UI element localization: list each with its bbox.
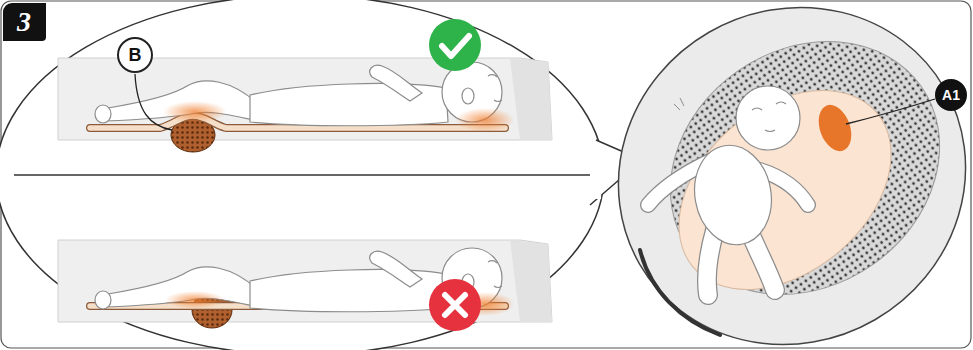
check-mark-icon-part [429, 19, 481, 71]
baby-nest-figure-part [707, 230, 715, 295]
step-number: 3 [3, 3, 46, 41]
baby-nest-figure [557, 0, 973, 350]
baby-nest-figure-part [640, 50, 929, 330]
baby-nest-figure-part [621, 0, 973, 346]
cross-mark-icon-part [445, 295, 465, 315]
circle-shape [118, 38, 152, 72]
correct-position-figure-part [135, 74, 172, 130]
callout-bubble [0, 0, 642, 350]
baby-nest-figure-part [557, 0, 973, 350]
callout-letter-text: B [129, 46, 142, 64]
cross-mark-icon [429, 279, 481, 331]
circle-shape [936, 80, 966, 110]
callout-number: A1 [935, 79, 967, 111]
baby-nest-figure-part [736, 86, 800, 150]
baby-nest-figure-part [813, 100, 858, 155]
wrong-position-figure-part [165, 291, 225, 309]
callout-letter: B [117, 37, 153, 73]
callout-bubble-part [0, 0, 604, 350]
baby-nest-figure-part [846, 99, 935, 124]
correct-position-figure-part [163, 101, 227, 123]
correct-position-figure-part [455, 108, 515, 132]
callout-bubble-part [598, 146, 600, 199]
baby-nest-figure-part [765, 130, 775, 132]
callout-number-text: A1 [942, 88, 960, 102]
wrong-position-figure-part [510, 240, 552, 322]
cross-mark-icon-part [429, 279, 481, 331]
correct-position-figure-part [95, 62, 502, 126]
check-mark-icon [429, 19, 481, 71]
baby-nest-figure-part [707, 230, 715, 295]
correct-position-figure-part [510, 58, 552, 140]
baby-nest-figure-part [674, 98, 684, 110]
baby-nest-figure-part [687, 139, 779, 251]
check-mark-icon-part [442, 36, 469, 56]
callout-bubble-part [14, 174, 590, 176]
baby-nest-figure-part [752, 102, 786, 110]
step-number-text: 3 [17, 8, 31, 36]
